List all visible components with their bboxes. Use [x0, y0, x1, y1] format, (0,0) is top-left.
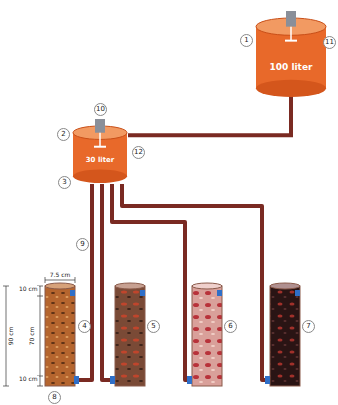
callout-number: 9 [76, 238, 89, 251]
callout-number: 6 [224, 320, 237, 333]
tank-shape [72, 118, 128, 184]
callout-number: 5 [147, 320, 160, 333]
tank-label: 100 liter [255, 62, 327, 72]
dimension-label: 10 cm [18, 376, 39, 382]
callout-number: 11 [323, 36, 336, 49]
dimension-label: 10 cm [18, 286, 39, 292]
tank: 100 liter [255, 10, 327, 98]
dimension-label: 90 cm [8, 326, 14, 347]
callout-number: 4 [78, 320, 91, 333]
callout-number: 10 [94, 103, 107, 116]
tank-label: 30 liter [72, 156, 128, 164]
tank-shape [255, 10, 327, 98]
callout-number: 1 [240, 34, 253, 47]
pipe [128, 96, 291, 135]
callout-number: 3 [58, 176, 71, 189]
callout-number: 2 [57, 128, 70, 141]
dimension-label: 7.5 cm [49, 272, 72, 278]
tank: 30 liter [72, 118, 128, 184]
dimension-label: 70 cm [29, 326, 35, 347]
callout-number: 12 [132, 146, 145, 159]
callout-number: 7 [302, 320, 315, 333]
callout-number: 8 [48, 391, 61, 404]
